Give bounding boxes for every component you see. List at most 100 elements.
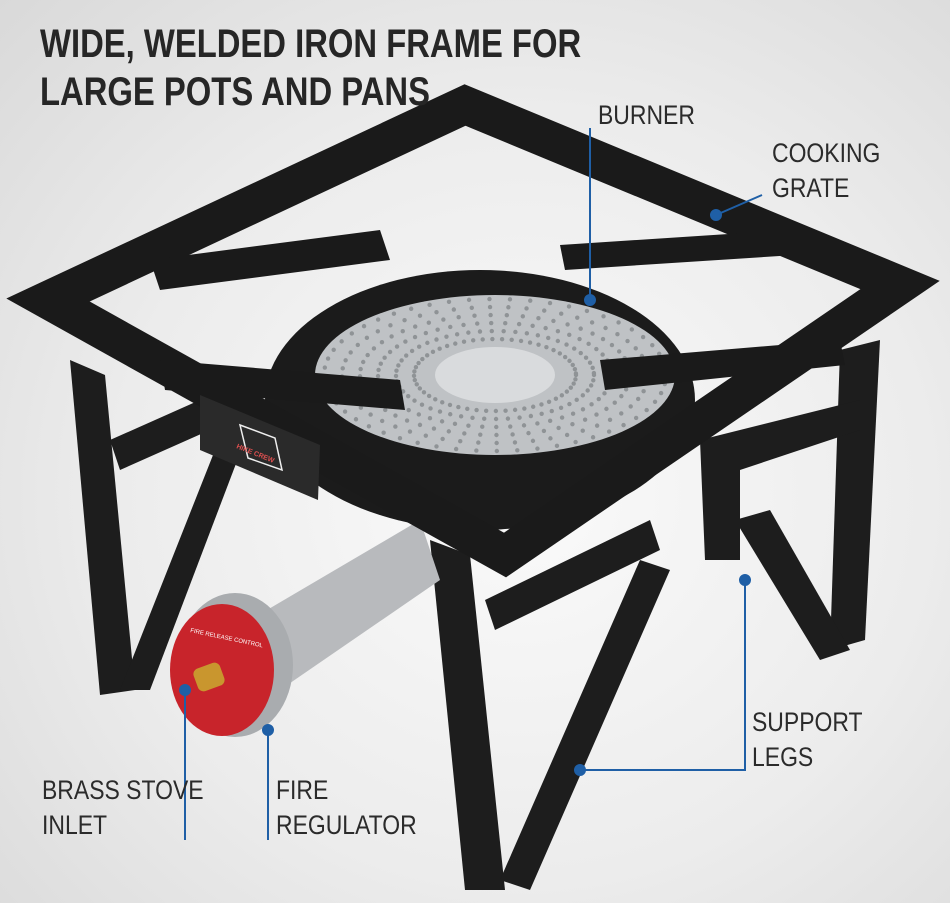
burner-port (446, 299, 452, 305)
burner-port (650, 342, 655, 348)
burner-port (402, 317, 407, 323)
burner-port (612, 400, 617, 405)
burner-port (607, 417, 613, 423)
burner-port (426, 393, 432, 399)
burner-port (381, 430, 386, 435)
burner-port (400, 328, 405, 334)
burner-port (564, 342, 569, 347)
burner-port (451, 307, 457, 312)
burner-port (435, 327, 440, 332)
burner-port (371, 346, 377, 351)
burner-port (490, 336, 495, 342)
burner-port (524, 331, 530, 336)
burner-port (594, 412, 599, 417)
burner-port (548, 436, 553, 441)
label-text: INLET (42, 810, 108, 840)
burner-port (364, 335, 370, 341)
burner-port (483, 408, 489, 413)
burner-port (526, 430, 531, 436)
burner-port (547, 300, 553, 306)
burner-port (331, 347, 336, 352)
burner-port (419, 402, 425, 407)
burner-port (572, 346, 577, 351)
burner-port (396, 363, 401, 368)
burner-port (342, 409, 348, 414)
burner-port (652, 399, 658, 404)
burner-port (434, 337, 439, 342)
burner-port (517, 415, 522, 420)
burner-port (503, 320, 508, 326)
burner-port (399, 358, 404, 363)
burner-port (417, 386, 423, 391)
burner-port (601, 314, 606, 319)
burner-port (513, 329, 518, 335)
burner-port (465, 406, 470, 412)
burner-port (524, 306, 529, 311)
burner-port (458, 439, 463, 444)
burner-port (413, 364, 419, 370)
burner-port (520, 314, 526, 319)
burner-port (403, 339, 408, 344)
burner-port (440, 400, 445, 405)
burner-port (641, 388, 646, 394)
burner-port (466, 423, 471, 428)
label-text: SUPPORT (752, 707, 863, 737)
burner-port (564, 389, 570, 394)
label-text: GRATE (772, 173, 850, 203)
burner-port (375, 329, 381, 334)
burner-port (565, 322, 570, 327)
burner-port (414, 382, 419, 387)
burner-port (527, 340, 533, 345)
burner-port (466, 330, 471, 335)
burner-port (510, 432, 515, 437)
burner-port (340, 366, 345, 371)
burner-port (394, 368, 399, 373)
burner-port (577, 336, 582, 342)
burner-port (518, 338, 524, 344)
burner-port (535, 333, 541, 338)
burner-port (589, 402, 594, 407)
burner-port (588, 383, 594, 388)
burner-port (591, 370, 597, 376)
burner-port (553, 396, 559, 401)
burner-port (494, 424, 499, 430)
burner-port (515, 448, 520, 453)
burner-port (343, 358, 348, 363)
burner-port (530, 404, 536, 409)
burner-port (394, 344, 400, 349)
burner-port (501, 328, 506, 334)
burner-port (594, 423, 600, 428)
burner-port (493, 408, 499, 414)
burner-port (470, 415, 475, 421)
label-text: BURNER (598, 100, 695, 130)
burner-port (430, 349, 436, 355)
burner-port (609, 342, 615, 348)
burner-port (456, 315, 461, 320)
burner-port (440, 436, 445, 442)
burner-port (474, 407, 479, 413)
burner-port (574, 397, 579, 403)
burner-port (583, 355, 589, 360)
burner-port (633, 346, 638, 351)
burner-port (348, 350, 353, 355)
burner-port (416, 344, 422, 349)
burner-port (623, 387, 629, 392)
burner-port (393, 373, 399, 379)
burner-port (489, 320, 494, 326)
burner-port (619, 411, 624, 416)
burner-port (322, 365, 328, 370)
burner-port (452, 421, 458, 427)
burner-port (573, 371, 579, 376)
burner-port (573, 377, 578, 382)
burner-port (325, 356, 331, 361)
burner-port (635, 396, 641, 402)
title-line-2: LARGE POTS AND PANS (40, 70, 430, 114)
burner-port (458, 414, 464, 419)
burner-port (559, 311, 564, 316)
burner-port (541, 428, 547, 434)
burner-port (554, 443, 560, 449)
burner-port (477, 329, 483, 334)
burner-port (382, 355, 387, 360)
